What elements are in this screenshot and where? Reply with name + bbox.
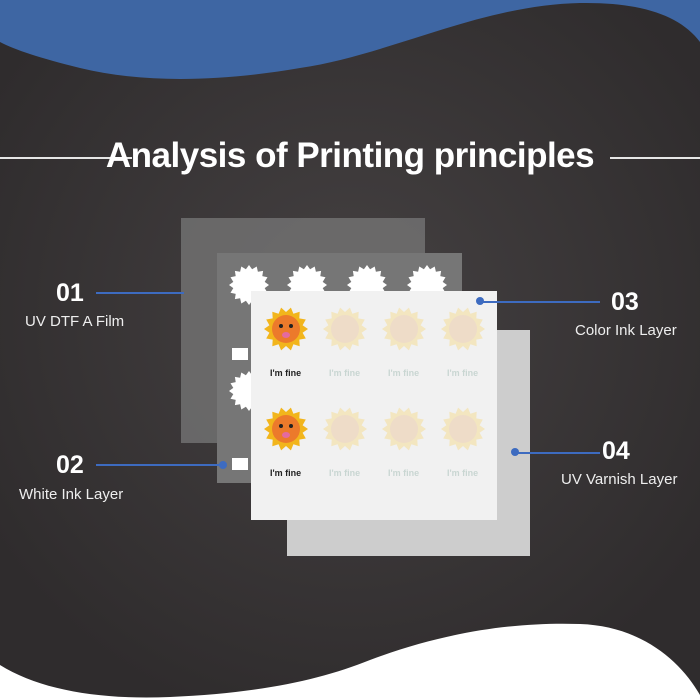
sticker-brand-text: I'm fine [270, 368, 302, 378]
sticker-brand-text: I'm fine [388, 368, 420, 378]
sticker-sun [381, 306, 427, 352]
connector-03 [481, 301, 600, 303]
layer-label-03: Color Ink Layer [575, 322, 677, 339]
sticker-sun [263, 306, 309, 352]
layer-label-01: UV DTF A Film [25, 313, 125, 330]
layer-label-02: White Ink Layer [19, 486, 124, 503]
connector-01 [96, 292, 184, 294]
connector-dot-03 [476, 297, 484, 305]
connector-dot-02 [219, 461, 227, 469]
sticker-brand-text: I'm fine [329, 468, 361, 478]
layer-number-03: 03 [611, 288, 639, 316]
sticker-sun [440, 406, 486, 452]
white-ink-tab [232, 348, 248, 360]
title-divider-left [0, 157, 132, 159]
connector-dot-04 [511, 448, 519, 456]
sticker-brand-text: I'm fine [270, 468, 302, 478]
bottom-white-wave [0, 623, 700, 700]
connector-02 [96, 464, 222, 466]
layer-number-02: 02 [56, 451, 84, 479]
sticker-sun [381, 406, 427, 452]
sticker-brand-text: I'm fine [329, 368, 361, 378]
layer-number-01: 01 [56, 279, 84, 307]
page-title: Analysis of Printing principles [105, 136, 595, 175]
white-ink-tab [232, 458, 248, 470]
sticker-brand-text: I'm fine [447, 468, 479, 478]
sticker-sun [440, 306, 486, 352]
sticker-brand-text: I'm fine [447, 368, 479, 378]
sticker-sun [263, 406, 309, 452]
layer-label-04: UV Varnish Layer [561, 471, 678, 488]
top-blue-wave [0, 0, 700, 79]
sticker-brand-text: I'm fine [388, 468, 420, 478]
connector-04 [516, 452, 600, 454]
layer-number-04: 04 [602, 437, 630, 465]
sticker-sun [322, 406, 368, 452]
sticker-sun [322, 306, 368, 352]
title-divider-right [610, 157, 700, 159]
